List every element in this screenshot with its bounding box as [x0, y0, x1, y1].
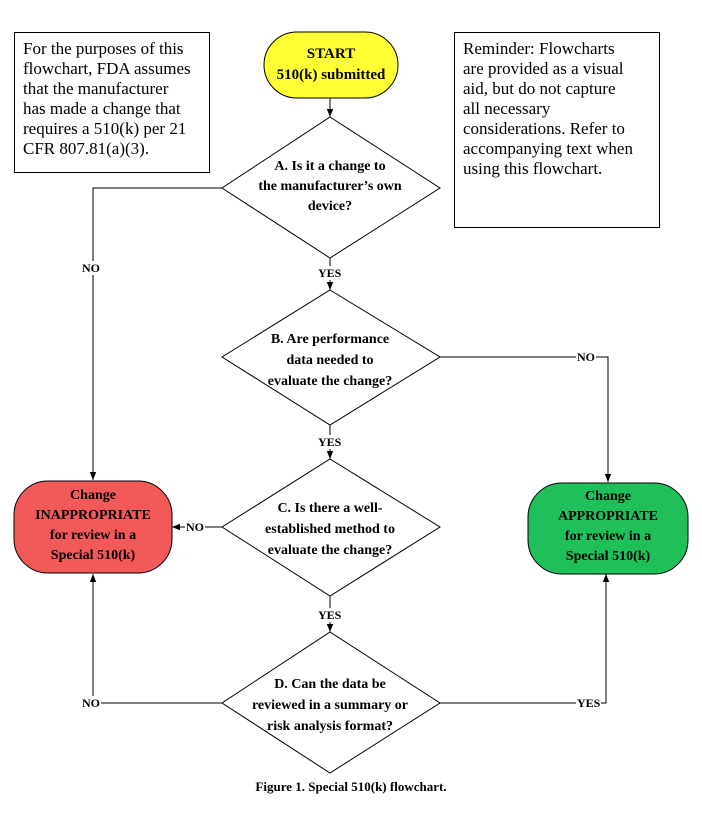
- decision-d: [221, 631, 441, 774]
- decision-d-line: D. Can the data be: [274, 677, 386, 692]
- inappropriate-line: for review in a: [49, 528, 137, 543]
- decision-a-label: A. Is it a change to the manufacturer’s …: [230, 157, 430, 217]
- reminder-note-line: using this flowchart.: [463, 159, 603, 178]
- edge-label-c-yes: YES: [317, 608, 343, 622]
- edge-label-c-no: NO: [185, 520, 205, 534]
- edge-b-no: [440, 356, 612, 482]
- reminder-note-line: aid, but do not capture: [463, 79, 616, 98]
- decision-d-label: D. Can the data be reviewed in a summary…: [225, 674, 435, 737]
- appropriate-line: APPROPRIATE: [557, 509, 659, 524]
- reminder-note-line: Reminder: Flowcharts: [463, 39, 615, 58]
- edge-d-no: [89, 574, 222, 704]
- decision-d-line: risk analysis format?: [267, 719, 393, 734]
- start-label-line: 510(k) submitted: [276, 67, 386, 83]
- decision-b-label: B. Are performance data needed to evalua…: [230, 329, 430, 392]
- decision-c-line: established method to: [265, 522, 395, 537]
- decision-d-line: reviewed in a summary or: [251, 698, 409, 713]
- decision-a-line: the manufacturer’s own: [258, 179, 402, 194]
- reminder-note-line: considerations. Refer to: [463, 119, 625, 138]
- reminder-note-line: accompanying text when: [463, 139, 633, 158]
- reminder-note-line: all necessary: [463, 99, 551, 118]
- decision-a-line: A. Is it a change to: [274, 159, 386, 174]
- decision-a: [221, 116, 441, 259]
- assumption-note: For the purposes of this flowchart, FDA …: [14, 32, 210, 173]
- appropriate-node: [527, 482, 689, 575]
- start-label-line: START: [306, 46, 356, 62]
- assumption-note-line: that the manufacturer: [23, 79, 169, 98]
- edge-label-a-no: NO: [81, 261, 101, 275]
- assumption-note-line: flowchart, FDA assumes: [23, 59, 191, 78]
- decision-c-line: C. Is there a well-: [277, 501, 383, 516]
- edge-label-a-yes: YES: [317, 266, 343, 280]
- edge-label-d-no: NO: [81, 696, 101, 710]
- inappropriate-label: Change INAPPROPRIATE for review in a Spe…: [14, 486, 172, 566]
- appropriate-label: Change APPROPRIATE for review in a Speci…: [528, 487, 688, 567]
- decision-c-label: C. Is there a well- established method t…: [230, 498, 430, 561]
- assumption-note-line: For the purposes of this: [23, 39, 184, 58]
- decision-b-line: B. Are performance: [270, 332, 390, 347]
- reminder-note: Reminder: Flowcharts are provided as a v…: [454, 32, 660, 228]
- reminder-note-line: are provided as a visual: [463, 59, 624, 78]
- decision-b: [221, 289, 441, 426]
- decision-c-line: evaluate the change?: [267, 543, 393, 558]
- start-label: START 510(k) submitted: [264, 44, 398, 86]
- decision-b-line: evaluate the change?: [267, 374, 393, 389]
- start-node: [263, 31, 399, 99]
- edge-a-no: [89, 187, 222, 480]
- appropriate-line: for review in a: [564, 529, 652, 544]
- decision-c: [221, 458, 441, 597]
- inappropriate-line: Change: [70, 488, 116, 503]
- decision-b-line: data needed to: [286, 353, 374, 368]
- inappropriate-node: [13, 480, 173, 574]
- figure-caption: Figure 1. Special 510(k) flowchart.: [255, 779, 447, 794]
- appropriate-line: Change: [585, 489, 631, 504]
- inappropriate-line: INAPPROPRIATE: [35, 508, 151, 523]
- assumption-note-line: CFR 807.81(a)(3).: [23, 139, 150, 158]
- edge-label-d-yes: YES: [576, 696, 602, 710]
- assumption-note-line: has made a change that: [23, 99, 181, 118]
- inappropriate-line: Special 510(k): [50, 548, 136, 563]
- assumption-note-line: requires a 510(k) per 21: [23, 119, 187, 138]
- edge-label-b-yes: YES: [317, 435, 343, 449]
- decision-a-line: device?: [307, 199, 353, 214]
- edge-label-b-no: NO: [576, 350, 596, 364]
- edge-d-yes: [440, 574, 610, 704]
- appropriate-line: Special 510(k): [565, 549, 651, 564]
